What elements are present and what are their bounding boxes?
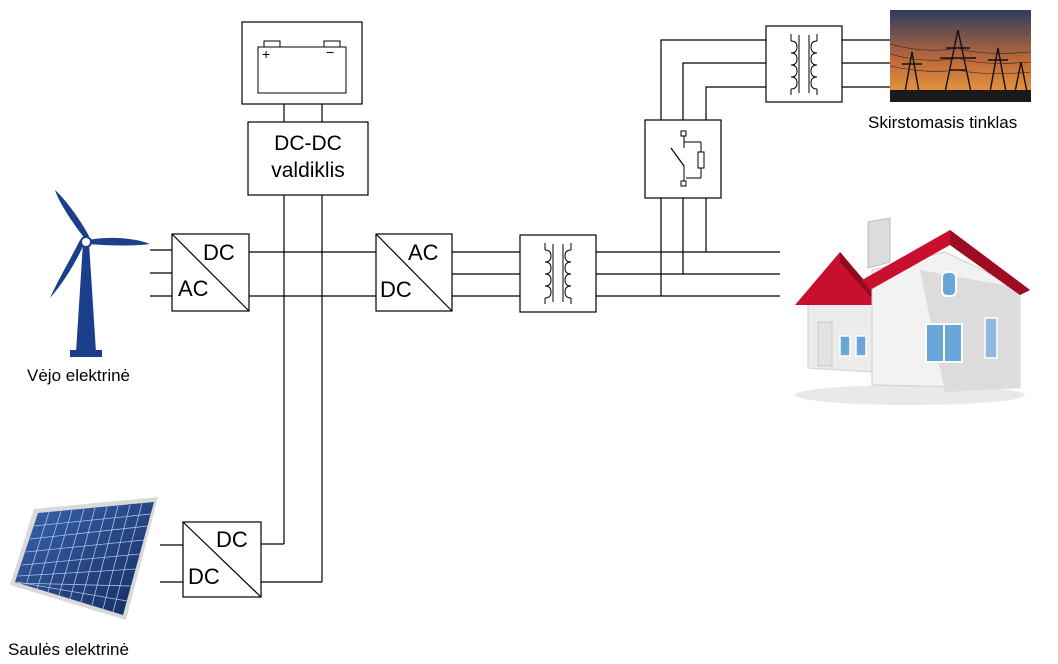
grid-ground [890,90,1031,102]
house-window-attic [942,272,956,296]
grid-transformer-box [766,26,842,102]
wind-caption: Vėjo elektrinė [27,366,130,386]
house-window-side [985,318,997,358]
house-transformer [520,235,596,312]
house-chimney [868,218,890,268]
turbine-base [70,350,102,357]
battery-minus-label: − [326,45,334,59]
turbine-tower [76,243,96,352]
turbine-blade-3 [50,240,84,298]
grid-transformer [766,26,842,102]
house-transformer-box [520,235,596,312]
turbine-blade-2 [88,238,150,246]
house-window-left-1 [840,336,850,356]
solar-caption: Saulės elektrinė [8,640,129,660]
wind-turbine-image [50,190,150,357]
power-grid-image [890,10,1031,102]
solar-converter-bottom-label: DC [188,566,220,588]
solar-panel-image [10,497,158,620]
solar-converter-top-label: DC [216,529,248,551]
inverter-bottom-label: DC [380,279,412,301]
turbine-blade-1 [55,190,89,240]
controller-label-line2: valdiklis [248,157,368,184]
house-image [795,218,1030,405]
wind-converter-bottom-label: AC [178,278,209,300]
battery-plus-label: + [262,47,270,61]
inverter-top-label: AC [408,242,439,264]
house-window-left-2 [856,336,866,356]
battery [242,22,362,104]
wire-grid-3b [706,87,766,120]
turbine-hub [81,237,91,247]
wind-converter-top-label: DC [203,242,235,264]
grid-switch [645,120,721,198]
grid-caption: Skirstomasis tinklas [868,113,1017,133]
house-door [818,322,832,366]
controller-label-line1: DC-DC [248,130,368,157]
